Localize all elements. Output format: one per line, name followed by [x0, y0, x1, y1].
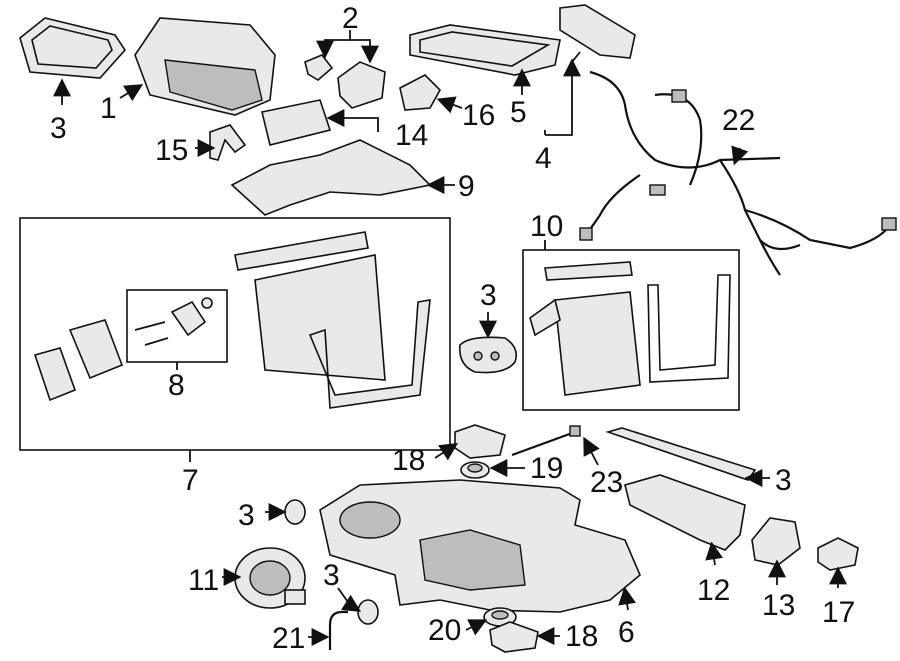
callout-11: 11 — [188, 564, 219, 597]
callout-18-lower: 18 — [565, 620, 598, 653]
callout-17: 17 — [822, 596, 855, 629]
evaporator-seals-part — [33, 319, 124, 402]
filter-door-part — [559, 4, 636, 59]
callout-6: 6 — [618, 616, 635, 649]
evaporator-group-frame — [19, 217, 451, 451]
callout-13: 13 — [762, 589, 795, 622]
grommet-20-part — [483, 607, 517, 627]
actuator-13-part — [751, 517, 801, 566]
control-module-part — [261, 99, 332, 146]
callout-3-middle: 3 — [480, 279, 497, 312]
callout-2: 2 — [342, 2, 359, 35]
expansion-valve-part — [134, 297, 213, 346]
actuator-large-part — [337, 61, 386, 109]
seal-right-part — [605, 427, 757, 481]
callout-1: 1 — [100, 92, 117, 125]
actuator-18-lower-part — [489, 621, 539, 653]
actuator-small-part — [304, 54, 334, 81]
callout-20: 20 — [428, 614, 461, 647]
actuator-16-part — [399, 74, 441, 111]
callout-12: 12 — [697, 574, 730, 607]
seal-small-left-part — [284, 499, 306, 525]
callout-9: 9 — [458, 170, 475, 203]
bracket-part — [209, 124, 247, 161]
heater-core-group-frame — [522, 249, 740, 411]
grommet-part — [460, 461, 490, 479]
callout-4: 4 — [535, 142, 552, 175]
actuator-18-upper-part — [454, 424, 506, 459]
callout-3-top-left: 3 — [50, 112, 67, 145]
callout-3-left-small: 3 — [238, 499, 255, 532]
callout-18-upper: 18 — [392, 444, 425, 477]
heater-core-part — [529, 261, 731, 396]
callout-14: 14 — [395, 119, 428, 152]
case-upper-part — [134, 17, 276, 116]
callout-21: 21 — [272, 622, 305, 655]
duct-12-part — [624, 474, 746, 551]
evaporator-core-part — [234, 231, 431, 409]
callout-10: 10 — [530, 210, 563, 243]
seal-part — [19, 17, 127, 79]
blower-motor-part — [234, 547, 306, 609]
wiring-harness-part — [579, 70, 897, 276]
callout-8: 8 — [168, 369, 185, 402]
callout-19: 19 — [530, 452, 563, 485]
cabin-filter-part — [409, 24, 561, 76]
main-case-part — [319, 479, 641, 613]
callout-5: 5 — [510, 96, 527, 129]
callout-22: 22 — [722, 104, 755, 137]
callout-16: 16 — [462, 99, 495, 132]
bolt-part — [511, 425, 581, 457]
callout-3-right: 3 — [775, 464, 792, 497]
drain-hose-part — [328, 610, 348, 650]
callout-3-bottom: 3 — [323, 559, 340, 592]
actuator-17-part — [817, 537, 859, 571]
callout-7: 7 — [182, 464, 199, 497]
callout-15: 15 — [155, 134, 188, 167]
seal-middle-part — [458, 336, 518, 374]
callout-23: 23 — [590, 466, 623, 499]
seal-bottom-part — [357, 599, 379, 625]
